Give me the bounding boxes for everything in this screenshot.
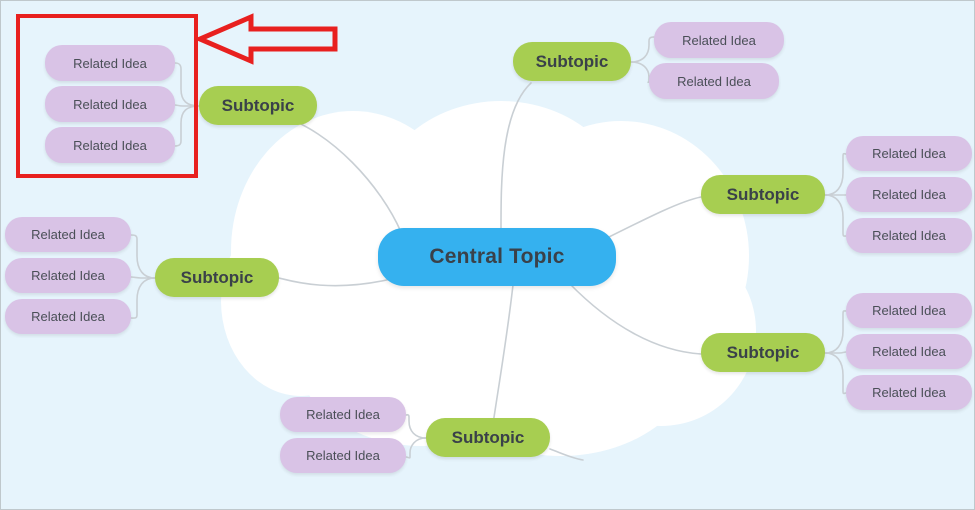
node-idea-right-lower-2[interactable]: Related Idea bbox=[846, 334, 972, 369]
node-idea-right-middle-1[interactable]: Related Idea bbox=[846, 136, 972, 171]
node-subtopic-top-left[interactable]: Subtopic bbox=[199, 86, 317, 125]
node-idea-left-middle-1[interactable]: Related Idea bbox=[5, 217, 131, 252]
node-idea-top-right-2[interactable]: Related Idea bbox=[649, 63, 779, 99]
node-idea-right-middle-3[interactable]: Related Idea bbox=[846, 218, 972, 253]
node-idea-top-left-1[interactable]: Related Idea bbox=[45, 45, 175, 81]
node-subtopic-left-middle[interactable]: Subtopic bbox=[155, 258, 279, 297]
selection-highlight-rect bbox=[16, 14, 198, 178]
node-idea-left-middle-3[interactable]: Related Idea bbox=[5, 299, 131, 334]
node-idea-top-left-3[interactable]: Related Idea bbox=[45, 127, 175, 163]
node-idea-right-middle-2[interactable]: Related Idea bbox=[846, 177, 972, 212]
node-subtopic-bottom-left[interactable]: Subtopic bbox=[426, 418, 550, 457]
node-idea-left-middle-2[interactable]: Related Idea bbox=[5, 258, 131, 293]
node-subtopic-top-right[interactable]: Subtopic bbox=[513, 42, 631, 81]
node-central-topic[interactable]: Central Topic bbox=[378, 228, 616, 286]
node-subtopic-right-middle[interactable]: Subtopic bbox=[701, 175, 825, 214]
node-subtopic-right-lower[interactable]: Subtopic bbox=[701, 333, 825, 372]
node-idea-top-left-2[interactable]: Related Idea bbox=[45, 86, 175, 122]
node-idea-right-lower-1[interactable]: Related Idea bbox=[846, 293, 972, 328]
node-idea-bottom-left-1[interactable]: Related Idea bbox=[280, 397, 406, 432]
node-idea-bottom-left-2[interactable]: Related Idea bbox=[280, 438, 406, 473]
node-idea-right-lower-3[interactable]: Related Idea bbox=[846, 375, 972, 410]
node-idea-top-right-1[interactable]: Related Idea bbox=[654, 22, 784, 58]
